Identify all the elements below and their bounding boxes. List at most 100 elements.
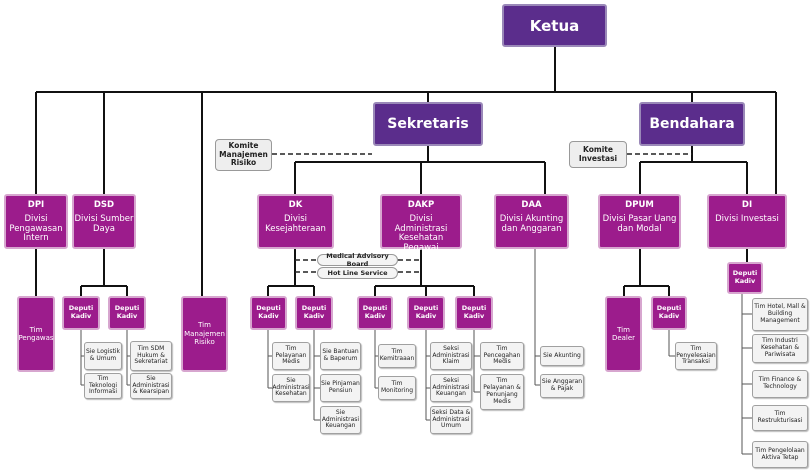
division-di: DI Divisi Investasi	[707, 194, 787, 249]
unit-box: Seksi Data & Administrasi Umum	[430, 406, 472, 434]
unit-box: Sie Administrasi Kesehatan	[272, 374, 310, 402]
tim-manajemen-risiko: Tim Manajemen Risiko	[181, 296, 228, 372]
unit-label: Sie Administrasi & Kearsipan	[132, 374, 170, 396]
medical-advisory-board: Medical Advisory Board	[317, 252, 398, 268]
deputi-kadiv-dsd-a: Deputi Kadiv	[62, 296, 100, 330]
unit-box: Tim SDM Hukum & Sekretariat	[130, 341, 172, 371]
division-code: DPUM	[625, 200, 654, 210]
division-name: Divisi Pengawasan Intern	[9, 213, 63, 244]
unit-label: Sie Administrasi Keuangan	[321, 408, 360, 430]
deputi-label: Deputi Kadiv	[68, 304, 94, 320]
unit-label: Tim Pelayanan & Penunjang Medis	[483, 377, 521, 405]
unit-box: Tim Restrukturisasi	[752, 405, 808, 431]
unit-box: Tim Kemitraaan	[378, 344, 416, 368]
division-code: DSD	[93, 200, 115, 210]
unit-box: Tim Penyelesaian Transaksi	[675, 342, 717, 370]
unit-box: Sie Logistik & Umum	[84, 342, 122, 370]
unit-label: Sie Pinjaman Pensiun	[321, 380, 360, 394]
unit-label: Tim Restrukturisasi	[757, 410, 803, 424]
division-name: Divisi Pasar Uang dan Modal	[602, 213, 677, 234]
deputi-kadiv-di: Deputi Kadiv	[727, 262, 763, 294]
unit-label: Tim Kemitraaan	[379, 348, 415, 362]
unit-box: Tim Pencegahan Medis	[480, 342, 524, 370]
deputi-kadiv-dakp-c: Deputi Kadiv	[455, 296, 493, 330]
unit-box: Tim Pelayanan Medis	[272, 342, 310, 370]
deputi-kadiv-dpum: Deputi Kadiv	[651, 296, 687, 330]
unit-box: Seksi Administrasi Klaim	[430, 342, 472, 370]
unit-label: Seksi Administrasi Keuangan	[432, 376, 470, 398]
unit-box: Sie Anggaran & Pajak	[540, 374, 584, 398]
unit-box: Sie Akunting	[540, 346, 584, 366]
division-dsd: DSD Divisi Sumber Daya	[72, 194, 136, 249]
unit-label: Seksi Administrasi Klaim	[432, 344, 470, 366]
tim-manajemen-risiko-label: Tim Manajemen Risiko	[184, 321, 225, 347]
division-dpum: DPUM Divisi Pasar Uang dan Modal	[598, 194, 681, 249]
deputi-label: Deputi Kadiv	[362, 304, 388, 320]
bendahara-label: Bendahara	[649, 116, 735, 132]
unit-box: Sie Bantuan & Baperum	[320, 342, 361, 370]
deputi-kadiv-dsd-b: Deputi Kadiv	[108, 296, 146, 330]
division-code: DI	[741, 200, 753, 210]
unit-label: Tim Pencegahan Medis	[483, 344, 521, 366]
deputi-kadiv-dakp-a: Deputi Kadiv	[357, 296, 393, 330]
tim-pengawas-label: Tim Pengawas	[18, 325, 54, 342]
division-name: Divisi Administrasi Kesehatan Pegawai	[394, 213, 448, 254]
division-daa: DAA Divisi Akunting dan Anggaran	[494, 194, 569, 249]
hot-line-service-label: Hot Line Service	[327, 269, 388, 277]
unit-box: Sie Pinjaman Pensiun	[320, 374, 361, 402]
unit-label: Tim Penyelesaian Transaksi	[676, 344, 716, 366]
deputi-label: Deputi Kadiv	[413, 304, 439, 320]
komite-manajemen-risiko: Komite Manajemen Risiko	[215, 139, 272, 171]
division-code: DK	[288, 200, 303, 210]
unit-box: Tim Teknologi Informasi	[84, 373, 122, 399]
unit-label: Tim Hotel, Mall & Building Management	[754, 303, 806, 324]
unit-box: Tim Finance & Technology	[752, 370, 808, 398]
unit-box: Tim Pelayanan & Penunjang Medis	[480, 374, 524, 410]
unit-label: Sie Logistik & Umum	[85, 348, 121, 362]
unit-box: Tim Monitoring	[378, 376, 416, 400]
division-code: DPI	[27, 200, 45, 210]
unit-box: Tim Hotel, Mall & Building Management	[752, 298, 808, 331]
unit-box: Sie Administrasi Keuangan	[320, 406, 361, 434]
unit-label: Sie Bantuan & Baperum	[322, 348, 359, 362]
deputi-label: Deputi Kadiv	[656, 304, 682, 320]
division-dakp: DAKP Divisi Administrasi Kesehatan Pegawa…	[380, 194, 462, 253]
unit-label: Tim Monitoring	[380, 380, 414, 394]
division-code: DAKP	[407, 200, 435, 210]
unit-label: Tim Teknologi Informasi	[88, 374, 118, 396]
unit-label: Tim Pelayanan Medis	[275, 344, 307, 366]
deputi-label: Deputi Kadiv	[301, 304, 327, 320]
unit-label: Sie Akunting	[543, 351, 581, 359]
division-name: Divisi Akunting dan Anggaran	[499, 213, 564, 234]
sekretaris-label: Sekretaris	[387, 116, 469, 132]
komite-investasi-label: Komite Investasi	[578, 144, 618, 163]
unit-box: Seksi Administrasi Keuangan	[430, 374, 472, 402]
medical-advisory-board-label: Medical Advisory Board	[326, 252, 389, 268]
tim-pengawas: Tim Pengawas	[17, 296, 55, 372]
division-name: Divisi Kesejahteraan	[265, 213, 326, 234]
division-code: DAA	[521, 200, 542, 210]
deputi-label: Deputi Kadiv	[256, 304, 281, 320]
unit-label: Tim Pengelolaan Aktiva Tetap	[755, 446, 805, 461]
deputi-kadiv-dk-b: Deputi Kadiv	[295, 296, 333, 330]
unit-box: Tim Pengelolaan Aktiva Tetap	[752, 441, 808, 468]
komite-investasi: Komite Investasi	[569, 141, 627, 168]
hot-line-service: Hot Line Service	[317, 267, 398, 279]
unit-label: Seksi Data & Administrasi Umum	[431, 408, 471, 430]
deputi-label: Deputi Kadiv	[114, 304, 140, 320]
unit-label: Tim Industri Kesehatan & Pariwisata	[760, 337, 800, 358]
unit-box: Sie Administrasi & Kearsipan	[130, 373, 172, 399]
unit-label: Sie Anggaran & Pajak	[541, 378, 583, 392]
tim-dealer: Tim Dealer	[605, 296, 642, 372]
ketua-label: Ketua	[529, 16, 580, 35]
sekretaris-box: Sekretaris	[373, 102, 483, 146]
komite-manajemen-risiko-label: Komite Manajemen Risiko	[219, 141, 268, 168]
division-name: Divisi Sumber Daya	[74, 213, 134, 234]
bendahara-box: Bendahara	[639, 102, 745, 146]
deputi-kadiv-dakp-b: Deputi Kadiv	[407, 296, 445, 330]
division-name: Divisi Investasi	[715, 213, 779, 224]
unit-label: Tim SDM Hukum & Sekretariat	[134, 344, 168, 366]
unit-box: Tim Industri Kesehatan & Pariwisata	[752, 334, 808, 363]
unit-label: Tim Finance & Technology	[758, 376, 802, 390]
